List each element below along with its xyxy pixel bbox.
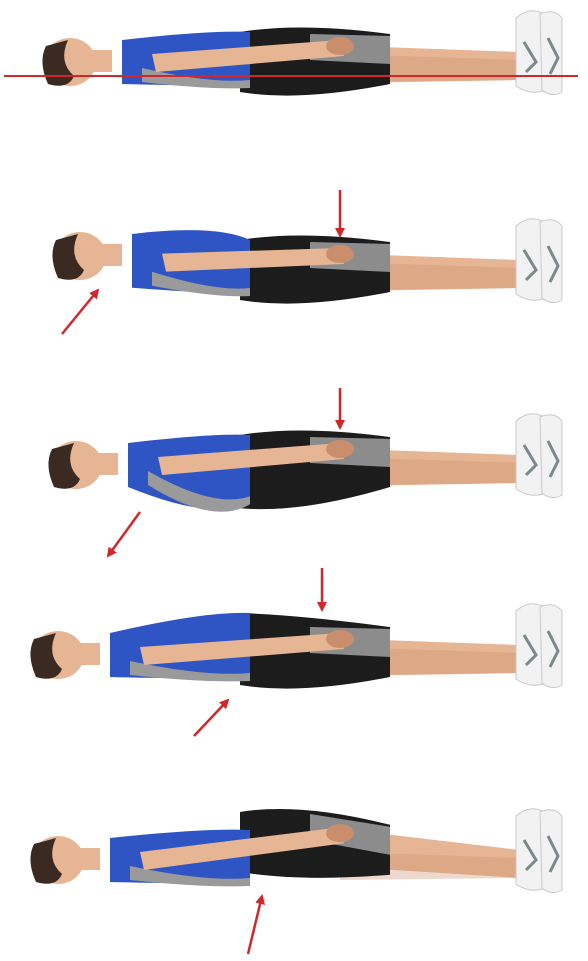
panel-3 — [48, 388, 562, 556]
arrow-icon — [62, 290, 98, 334]
panel-4 — [30, 568, 562, 736]
hand — [326, 245, 354, 263]
shoe-right — [540, 415, 562, 498]
arrow-icon — [108, 512, 140, 556]
hand — [326, 824, 354, 842]
hand — [326, 440, 354, 458]
panel-5 — [30, 809, 562, 954]
shoe-right — [540, 12, 562, 95]
panel-2 — [52, 190, 562, 334]
shoe-right — [540, 810, 562, 893]
arrow-icon — [248, 896, 262, 954]
hand — [326, 37, 354, 55]
arrow-icon — [194, 700, 228, 736]
shoe-right — [540, 220, 562, 303]
hand — [326, 630, 354, 648]
shoe-right — [540, 605, 562, 688]
panel-1 — [4, 11, 578, 96]
